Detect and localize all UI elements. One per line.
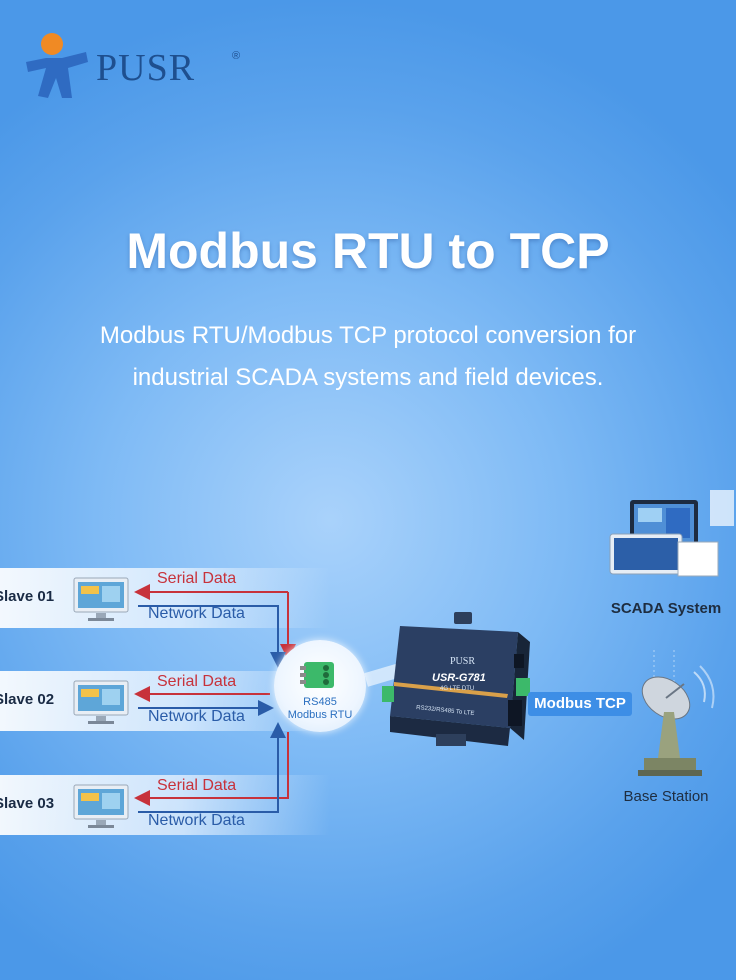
- logo-wordmark: PUSR: [96, 47, 196, 89]
- monitor-icon: [73, 784, 129, 828]
- dtu-device-icon: [382, 612, 530, 746]
- device-brand: PUSR: [450, 656, 476, 667]
- monitor-icon: [73, 577, 129, 621]
- pusr-figure-icon: [26, 33, 88, 98]
- device-subtitle: 4G LTE DTU: [440, 686, 475, 692]
- slave-row-03: Slave 03 Serial Data Network Data: [0, 775, 330, 835]
- network-data-label: Network Data: [148, 605, 245, 622]
- subtitle-line-1: Modbus RTU/Modbus TCP protocol conversio…: [99, 322, 637, 349]
- slave-row-01: Slave 01 Serial Data Network Data: [0, 568, 330, 628]
- usr-g781-device: PUSR USR-G781 4G LTE DTU RS232/RS485 To …: [380, 612, 540, 762]
- rs485-label: RS485: [303, 696, 337, 708]
- pusr-logo: PUSR ®: [22, 32, 242, 104]
- slave-label: Slave 03: [0, 795, 55, 812]
- registered-mark: ®: [232, 50, 241, 62]
- subtitle-line-2: industrial SCADA systems and field devic…: [132, 364, 604, 391]
- slave-label: Slave 02: [0, 691, 55, 708]
- scada-screens-icon: [609, 490, 734, 577]
- device-model: USR-G781: [432, 672, 486, 684]
- network-data-label: Network Data: [148, 812, 245, 829]
- serial-data-label: Serial Data: [157, 777, 237, 794]
- rs485-connector: RS485 Modbus RTU: [274, 640, 366, 732]
- base-station-label: Base Station: [623, 788, 709, 805]
- scada-system-label: SCADA System: [610, 600, 722, 617]
- monitor-icon: [73, 680, 129, 724]
- serial-data-label: Serial Data: [157, 570, 237, 587]
- network-data-label: Network Data: [148, 708, 245, 725]
- data-flow-arrows: [134, 584, 402, 813]
- satellite-dish-icon: [638, 650, 715, 776]
- modbus-tcp-tag: Modbus TCP: [528, 692, 632, 716]
- modbus-rtu-label: Modbus RTU: [287, 709, 353, 721]
- serial-data-label: Serial Data: [157, 673, 237, 690]
- terminal-block-icon: [300, 662, 334, 688]
- page-title: Modbus RTU to TCP: [126, 223, 610, 279]
- slave-label: Slave 01: [0, 588, 55, 605]
